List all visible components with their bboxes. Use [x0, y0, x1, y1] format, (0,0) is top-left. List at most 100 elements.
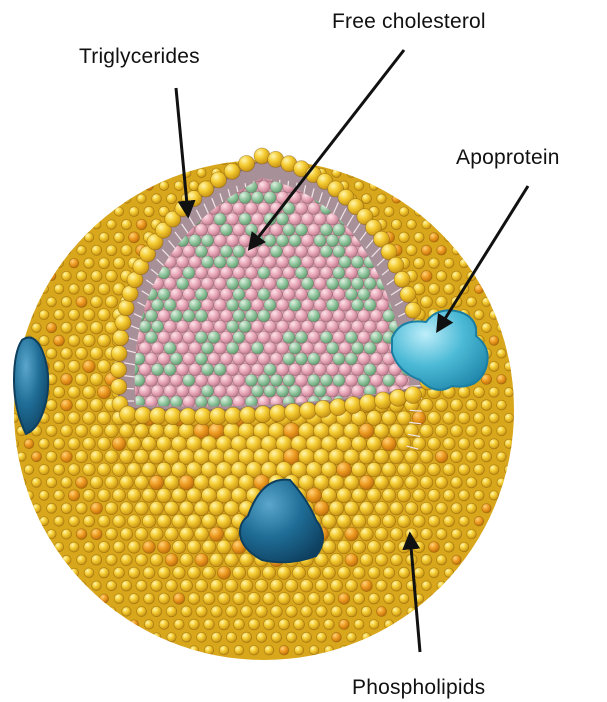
lipid-head	[84, 233, 93, 242]
lipid-head	[497, 452, 506, 461]
lipid-head	[321, 488, 336, 503]
lipid-head	[497, 400, 507, 410]
lipid-head	[204, 155, 213, 164]
lipid-head	[210, 408, 227, 425]
core-lipid	[258, 267, 270, 279]
core-lipid	[170, 331, 182, 343]
lipid-head	[61, 503, 72, 514]
lipid-head	[339, 646, 348, 655]
lipid-head	[150, 501, 164, 515]
lipid-head	[338, 567, 351, 580]
lipid-head	[249, 619, 260, 630]
core-lipid	[289, 299, 301, 311]
core-lipid	[176, 256, 188, 268]
lipid-head	[330, 553, 343, 566]
core-lipid	[201, 363, 213, 375]
lipid-head	[83, 463, 95, 475]
lipid-head	[113, 515, 125, 527]
core-lipid	[170, 396, 182, 408]
lipid-head	[360, 554, 373, 567]
lipid-head	[300, 579, 313, 592]
lipid-head	[113, 330, 129, 346]
core-lipid	[251, 191, 263, 203]
core-lipid	[264, 234, 276, 246]
lipid-head	[53, 386, 64, 397]
lipid-head	[99, 568, 109, 578]
core-lipid	[326, 385, 338, 397]
core-lipid	[220, 245, 232, 257]
lipid-head	[106, 245, 117, 256]
lipid-head	[362, 633, 371, 642]
lipid-head	[159, 181, 168, 190]
lipid-head	[337, 514, 351, 528]
lipid-head	[233, 593, 245, 605]
core-lipid	[220, 331, 232, 343]
lipid-head	[398, 515, 411, 528]
core-lipid	[314, 234, 326, 246]
lipid-head	[188, 566, 201, 579]
core-lipid	[201, 234, 213, 246]
core-lipid	[183, 267, 195, 279]
core-lipid	[251, 277, 263, 289]
lipid-head	[497, 349, 506, 358]
core-lipid	[233, 288, 245, 300]
core-lipid	[333, 331, 345, 343]
lipid-head	[75, 347, 87, 359]
core-lipid	[370, 288, 382, 300]
lipid-head	[106, 581, 116, 591]
core-lipid	[345, 288, 357, 300]
lipid-head	[90, 373, 103, 386]
lipid-head	[197, 632, 207, 642]
lipid-head	[482, 297, 491, 306]
lipid-head	[173, 567, 185, 579]
core-lipid	[251, 299, 263, 311]
lipid-head	[352, 488, 366, 502]
lipid-head	[437, 581, 446, 590]
lipid-head	[99, 594, 108, 603]
lipid-head	[346, 580, 358, 592]
lipid-head	[61, 477, 72, 488]
lipid-head	[407, 220, 417, 230]
lipid-head	[394, 271, 410, 287]
lipid-head	[187, 488, 202, 503]
lipid-head	[338, 593, 349, 604]
lipid-head	[413, 515, 425, 527]
lipid-head	[114, 567, 125, 578]
core-lipid	[364, 170, 376, 182]
lipid-head	[489, 310, 498, 319]
lipid-head	[150, 407, 167, 424]
lipid-head	[136, 580, 147, 591]
lipid-head	[114, 232, 124, 242]
lipid-head	[112, 437, 126, 451]
lipid-head	[420, 476, 433, 489]
core-lipid	[308, 224, 320, 236]
lipid-head	[62, 529, 72, 539]
lipid-head	[382, 463, 396, 477]
lipid-head	[482, 323, 492, 333]
lipid-head	[489, 413, 499, 423]
lipid-head	[180, 408, 197, 425]
lipid-head	[165, 554, 178, 567]
lipid-head	[32, 323, 41, 332]
apoprotein-label: Apoprotein	[456, 146, 560, 170]
core-lipid	[239, 320, 251, 332]
core-lipid	[270, 374, 282, 386]
lipid-head	[166, 580, 178, 592]
lipid-head	[428, 515, 440, 527]
core-lipid	[395, 181, 407, 193]
lipid-head	[76, 529, 87, 540]
core-lipid	[189, 277, 201, 289]
lipid-head	[24, 465, 33, 474]
lipid-head	[24, 310, 33, 319]
core-lipid	[189, 256, 201, 268]
lipid-head	[392, 607, 402, 617]
core-lipid	[139, 170, 151, 182]
core-lipid	[333, 374, 345, 386]
lipid-head	[61, 399, 73, 411]
lipid-head	[167, 168, 176, 177]
lipid-head	[429, 594, 438, 603]
core-lipid	[239, 342, 251, 354]
core-lipid	[208, 224, 220, 236]
lipid-head	[91, 502, 103, 514]
lipid-head	[17, 478, 26, 487]
